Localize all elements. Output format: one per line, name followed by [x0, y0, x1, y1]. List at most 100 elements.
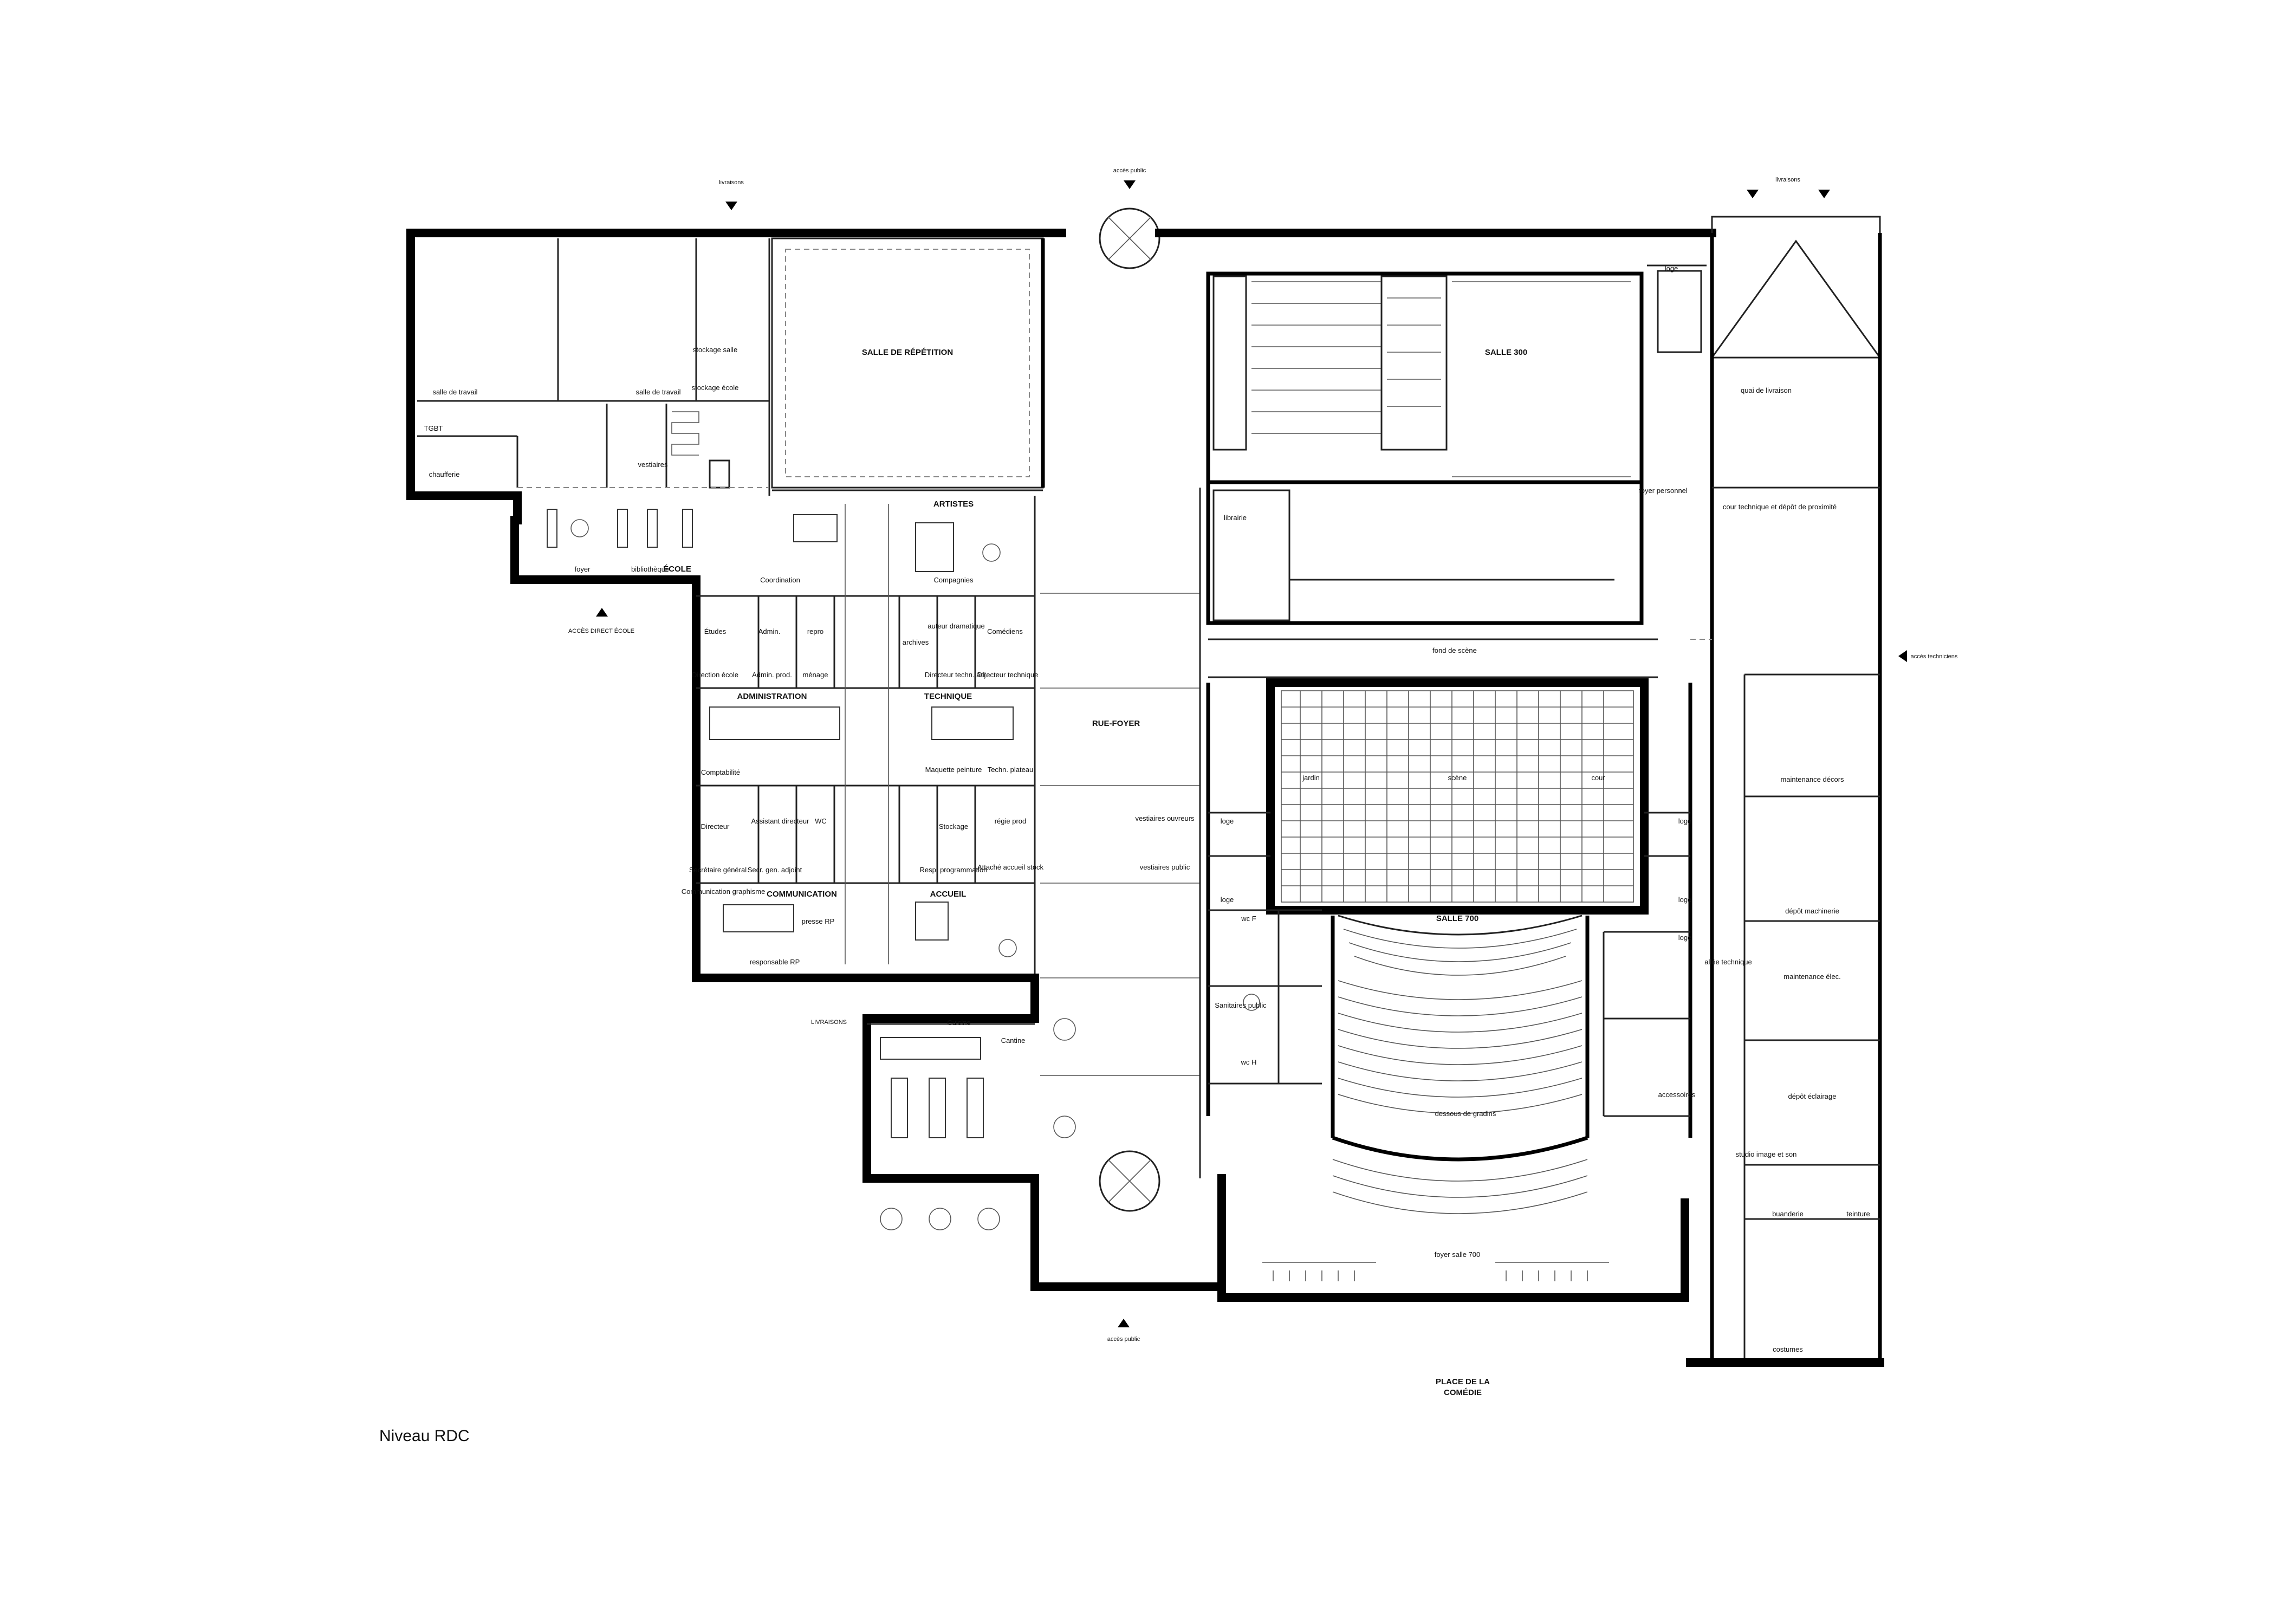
zone-artistes: ARTISTES — [933, 500, 974, 509]
room-wc-h: wc H — [1241, 1058, 1257, 1066]
label-livraisons-top-right: livraisons — [1775, 177, 1800, 183]
labels: livraisons accès public livraisons ACCÈS… — [379, 167, 1958, 1445]
zone-ecole: ÉCOLE — [663, 565, 691, 574]
room-teinture: teinture — [1846, 1210, 1870, 1218]
room-cantine: Cantine — [1001, 1036, 1026, 1045]
arrow-acces-public-bottom-icon — [1118, 1319, 1130, 1327]
room-scene: scène — [1448, 774, 1467, 782]
room-presse-rp: presse RP — [802, 917, 835, 925]
room-salle-travail-2: salle de travail — [635, 388, 680, 396]
salle-300 — [1196, 229, 1716, 625]
arrow-livraisons-right-1-icon — [1747, 190, 1759, 198]
room-menage: ménage — [803, 671, 828, 679]
room-dessous-gradins: dessous de gradins — [1435, 1110, 1496, 1118]
office-block — [547, 496, 1039, 982]
room-librairie: librairie — [1224, 514, 1247, 522]
room-foyer-personnel: foyer personnel — [1639, 487, 1688, 495]
room-cuisine: Cuisine — [947, 1019, 970, 1027]
room-loge-3: loge — [1221, 896, 1234, 904]
room-stockage-salle: stockage salle — [693, 346, 737, 354]
room-attache-accueil: Attaché accueil stock — [977, 863, 1044, 871]
room-comediens: Comédiens — [987, 627, 1023, 636]
room-loge-1: loge — [1665, 264, 1678, 273]
room-chaufferie: chaufferie — [429, 470, 460, 478]
label-livraisons-top-left: livraisons — [719, 179, 744, 186]
loading-dock — [1647, 216, 1882, 1363]
room-cour: cour — [1591, 774, 1605, 782]
room-jardin: jardin — [1302, 774, 1320, 782]
room-loge-5: loge — [1678, 896, 1692, 904]
west-wing — [406, 229, 770, 603]
room-comptabilite: Comptabilité — [701, 768, 740, 776]
room-foyer-salle-700: foyer salle 700 — [1435, 1250, 1481, 1259]
room-admin-1: Admin. — [758, 627, 780, 636]
room-loge-2: loge — [1221, 817, 1234, 825]
arrow-livraisons-right-2-icon — [1818, 190, 1830, 198]
room-etudes: Études — [704, 627, 727, 636]
zone-communication: COMMUNICATION — [767, 890, 837, 899]
zone-salle-700: SALLE 700 — [1436, 914, 1478, 923]
room-studio-image: studio image et son — [1736, 1150, 1797, 1158]
room-communication-graphisme: Communication graphisme — [682, 887, 766, 896]
room-allee-technique: allée technique — [1704, 958, 1752, 966]
salle-repetition — [710, 229, 1066, 491]
label-acces-public-top: accès public — [1113, 167, 1146, 174]
rue-foyer — [1030, 208, 1226, 1291]
room-sanitaires-public: Sanitaires public — [1215, 1001, 1267, 1009]
room-direction-ecole: Direction école — [692, 671, 738, 679]
room-tgbt: TGBT — [424, 424, 443, 432]
room-repro: repro — [807, 627, 823, 636]
room-accessoires: accessoires — [1658, 1091, 1696, 1099]
salle-700-east-services — [1603, 639, 1712, 1138]
room-archives: archives — [903, 638, 929, 646]
room-compagnies: Compagnies — [934, 576, 974, 584]
room-directeur: Directeur — [701, 822, 730, 831]
access-markers — [596, 180, 1907, 1327]
room-wc-f: wc F — [1241, 915, 1256, 923]
arrow-livraisons-left-icon — [725, 202, 737, 210]
room-secretaire: Secrétaire général — [689, 866, 747, 874]
room-salle-travail-1: salle de travail — [432, 388, 477, 396]
room-vestiaires-ouvreurs: vestiaires ouvreurs — [1135, 814, 1195, 822]
room-admin-prod: Admin. prod. — [752, 671, 792, 679]
zone-rue-foyer: RUE-FOYER — [1092, 719, 1140, 728]
room-auteur: auteur dramatique — [928, 622, 985, 630]
room-maintenance-elec: maintenance élec. — [1783, 972, 1841, 981]
room-fond-scene: fond de scène — [1432, 646, 1477, 654]
room-techn-plateau: Techn. plateau — [988, 766, 1034, 774]
zone-place-line2: COMÉDIE — [1444, 1388, 1482, 1397]
plan-caption: Niveau RDC — [379, 1427, 470, 1445]
label-acces-public-bottom: accès public — [1107, 1336, 1140, 1343]
room-assistant-directeur: Assistant directeur — [751, 817, 810, 825]
zone-administration: ADMINISTRATION — [737, 692, 807, 701]
room-directeur-techn-adj: Directeur techn. adj. — [925, 671, 988, 679]
room-stockage-ecole: stockage école — [692, 384, 739, 392]
arrow-acces-public-top-icon — [1124, 180, 1136, 189]
salle-700-west-services — [1206, 683, 1322, 1116]
room-foyer: foyer — [575, 565, 591, 573]
room-resp-programmation: Resp. programmation — [920, 866, 988, 874]
room-depot-eclairage: dépôt éclairage — [1788, 1092, 1837, 1100]
room-maintenance-decors: maintenance décors — [1780, 775, 1844, 783]
room-loge-4: loge — [1678, 817, 1692, 825]
label-acces-direct-ecole: ACCÈS DIRECT ÉCOLE — [568, 627, 634, 634]
room-depot-machinerie: dépôt machinerie — [1785, 907, 1839, 915]
room-quai-livraison: quai de livraison — [1741, 386, 1792, 394]
room-stockage: Stockage — [939, 822, 968, 831]
room-secr-gen-adj: Secr. gen. adjoint — [748, 866, 802, 874]
label-livraisons-side: LIVRAISONS — [811, 1019, 847, 1026]
technical-strip — [1686, 673, 1884, 1367]
room-maquette: Maquette peinture — [925, 766, 982, 774]
room-cour-technique: cour technique et dépôt de proximité — [1723, 503, 1837, 511]
label-acces-techniciens: accès techniciens — [1911, 653, 1958, 660]
arrow-acces-techniciens-icon — [1898, 650, 1907, 662]
room-buanderie: buanderie — [1772, 1210, 1804, 1218]
room-directeur-technique: Directeur technique — [977, 671, 1039, 679]
arrow-acces-ecole-icon — [596, 608, 608, 617]
room-coordination: Coordination — [760, 576, 800, 584]
cantine — [862, 974, 1076, 1230]
room-vestiaires: vestiaires — [638, 461, 668, 469]
zone-accueil: ACCUEIL — [930, 890, 967, 899]
zone-salle-300: SALLE 300 — [1485, 348, 1527, 357]
